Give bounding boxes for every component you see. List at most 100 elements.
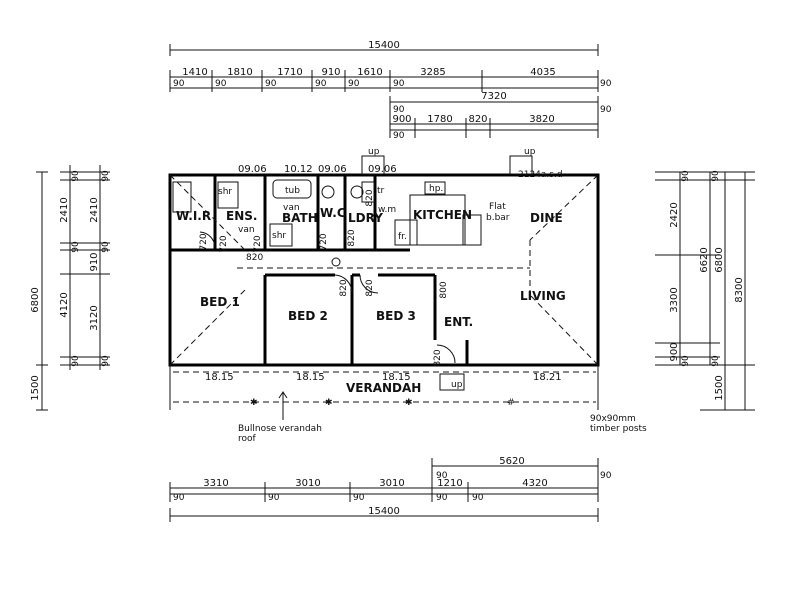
room-label-bed1: BED 1 (200, 295, 240, 309)
note-bullnose: Bullnose verandah (238, 424, 322, 434)
step-label: up (524, 147, 536, 157)
door-width: 800 (439, 281, 449, 298)
door-width: 720 (219, 235, 229, 252)
right-wall-90: 90 (711, 170, 721, 182)
top-wall-90: 90 (393, 131, 405, 141)
top-dim-3285: 3285 (420, 67, 445, 78)
note-roof: roof (238, 434, 257, 444)
floor-level: 18.15 (205, 372, 234, 383)
svg-text:✱: ✱ (405, 398, 413, 408)
fixture-flat: Flat (489, 202, 506, 212)
bottom-dim-3010: 3010 (379, 478, 404, 489)
svg-text:✱: ✱ (325, 398, 333, 408)
top-wall-90: 90 (600, 79, 612, 89)
top-dim-1610: 1610 (357, 67, 382, 78)
top-wall-90: 90 (173, 79, 185, 89)
left-dim-4120: 4120 (59, 292, 70, 317)
left-overall-6800: 6800 (30, 287, 41, 312)
ceiling-height-asd: 2124a.s.d (518, 170, 563, 180)
fixture-hp: hp. (429, 184, 443, 194)
room-label-ens: ENS. (226, 209, 257, 223)
room-labels: W.I.R ENS. BATH W.C LDRY KITCHEN DINE BE… (176, 206, 566, 395)
top-dimensions: 15400 1410 1810 1710 910 1610 3285 4035 … (169, 40, 612, 141)
top-dim-910: 910 (321, 67, 340, 78)
svg-text:#: # (507, 398, 515, 408)
top-dim-820: 820 (468, 114, 487, 125)
ceiling-height: 09.06 (318, 164, 347, 175)
door-widths: 720 720 720 720 820 820 820 820 820 820 … (199, 189, 449, 366)
house-walls (168, 173, 600, 367)
left-dim-3120: 3120 (89, 305, 100, 330)
room-label-bed3: BED 3 (376, 309, 416, 323)
bottom-dim-3310: 3310 (203, 478, 228, 489)
floor-level: 18.15 (382, 372, 411, 383)
right-dim-900: 900 (669, 342, 680, 361)
left-wall-90: 90 (101, 355, 111, 367)
left-dim-2410: 2410 (59, 197, 70, 222)
top-dim-7320: 7320 (481, 91, 506, 102)
floor-level: 18.21 (533, 372, 562, 383)
room-label-ent: ENT. (444, 315, 473, 329)
left-wall-90: 90 (101, 170, 111, 182)
top-dim-1710: 1710 (277, 67, 302, 78)
top-wall-90: 90 (215, 79, 227, 89)
door-width: 820 (347, 229, 357, 246)
fixture-shr: shr (272, 231, 286, 241)
right-wall-90: 90 (681, 170, 691, 182)
roof-lines (169, 174, 599, 403)
room-label-bath: BATH (282, 211, 318, 225)
door-width: 720 (199, 233, 209, 250)
notes: Bullnose verandah roof 90x90mm timber po… (238, 391, 647, 444)
top-dim-1410: 1410 (182, 67, 207, 78)
fixture-van: van (283, 203, 300, 213)
left-wall-90: 90 (71, 241, 81, 253)
note-posts: 90x90mm (590, 414, 636, 424)
top-wall-90: 90 (265, 79, 277, 89)
fixture-wm: w.m (378, 205, 396, 215)
left-verandah-1500: 1500 (30, 375, 41, 400)
door-width: 820 (365, 189, 375, 206)
top-wall-90: 90 (393, 105, 405, 115)
bottom-dim-3010: 3010 (295, 478, 320, 489)
top-wall-90: 90 (315, 79, 327, 89)
bottom-wall-90: 90 (600, 471, 612, 481)
top-dim-4035: 4035 (530, 67, 555, 78)
ceiling-height: 09.06 (368, 164, 397, 175)
door-width: 820 (365, 279, 375, 296)
left-dim-2410-inner: 2410 (89, 197, 100, 222)
bottom-wall-90: 90 (353, 493, 365, 503)
room-label-living: LIVING (520, 289, 566, 303)
fixture-van: van (238, 225, 255, 235)
fixture-tub: tub (285, 186, 300, 196)
top-dim-1780: 1780 (427, 114, 452, 125)
step-label: up (368, 147, 380, 157)
top-dim-1810: 1810 (227, 67, 252, 78)
fixture-tr: tr (377, 186, 385, 196)
fixture-bbar: b.bar (486, 213, 510, 223)
floor-levels: 18.15 18.15 18.15 18.21 (205, 372, 562, 383)
floor-level: 18.15 (296, 372, 325, 383)
bottom-overall-dim: 15400 (368, 506, 400, 517)
right-dimensions: 2420 3300 900 6620 6800 8300 1500 90 90 … (655, 170, 755, 411)
door-width: 820 (433, 349, 443, 366)
top-dim-900: 900 (392, 114, 411, 125)
top-wall-90: 90 (600, 105, 612, 115)
right-dim-6620: 6620 (699, 247, 710, 272)
bottom-dim-1210: 1210 (437, 478, 462, 489)
room-label-wir: W.I.R (176, 209, 211, 223)
left-dim-910: 910 (89, 252, 100, 271)
bottom-dim-4320: 4320 (522, 478, 547, 489)
bottom-wall-90: 90 (268, 493, 280, 503)
left-wall-90: 90 (101, 241, 111, 253)
right-wall-90: 90 (681, 355, 691, 367)
ceiling-height: 09.06 (238, 164, 267, 175)
room-label-dine: DINE (530, 211, 563, 225)
doors (199, 231, 456, 364)
right-dim-2420: 2420 (669, 202, 680, 227)
fixture-labels: shr tub van van shr tr w.m hp. fr. Flat … (218, 184, 510, 242)
left-wall-90: 90 (71, 170, 81, 182)
bottom-dimensions: 5620 90 90 3310 3010 3010 1210 4320 90 9… (169, 456, 612, 522)
steps (361, 155, 533, 391)
bottom-wall-90: 90 (472, 493, 484, 503)
top-wall-90: 90 (348, 79, 360, 89)
